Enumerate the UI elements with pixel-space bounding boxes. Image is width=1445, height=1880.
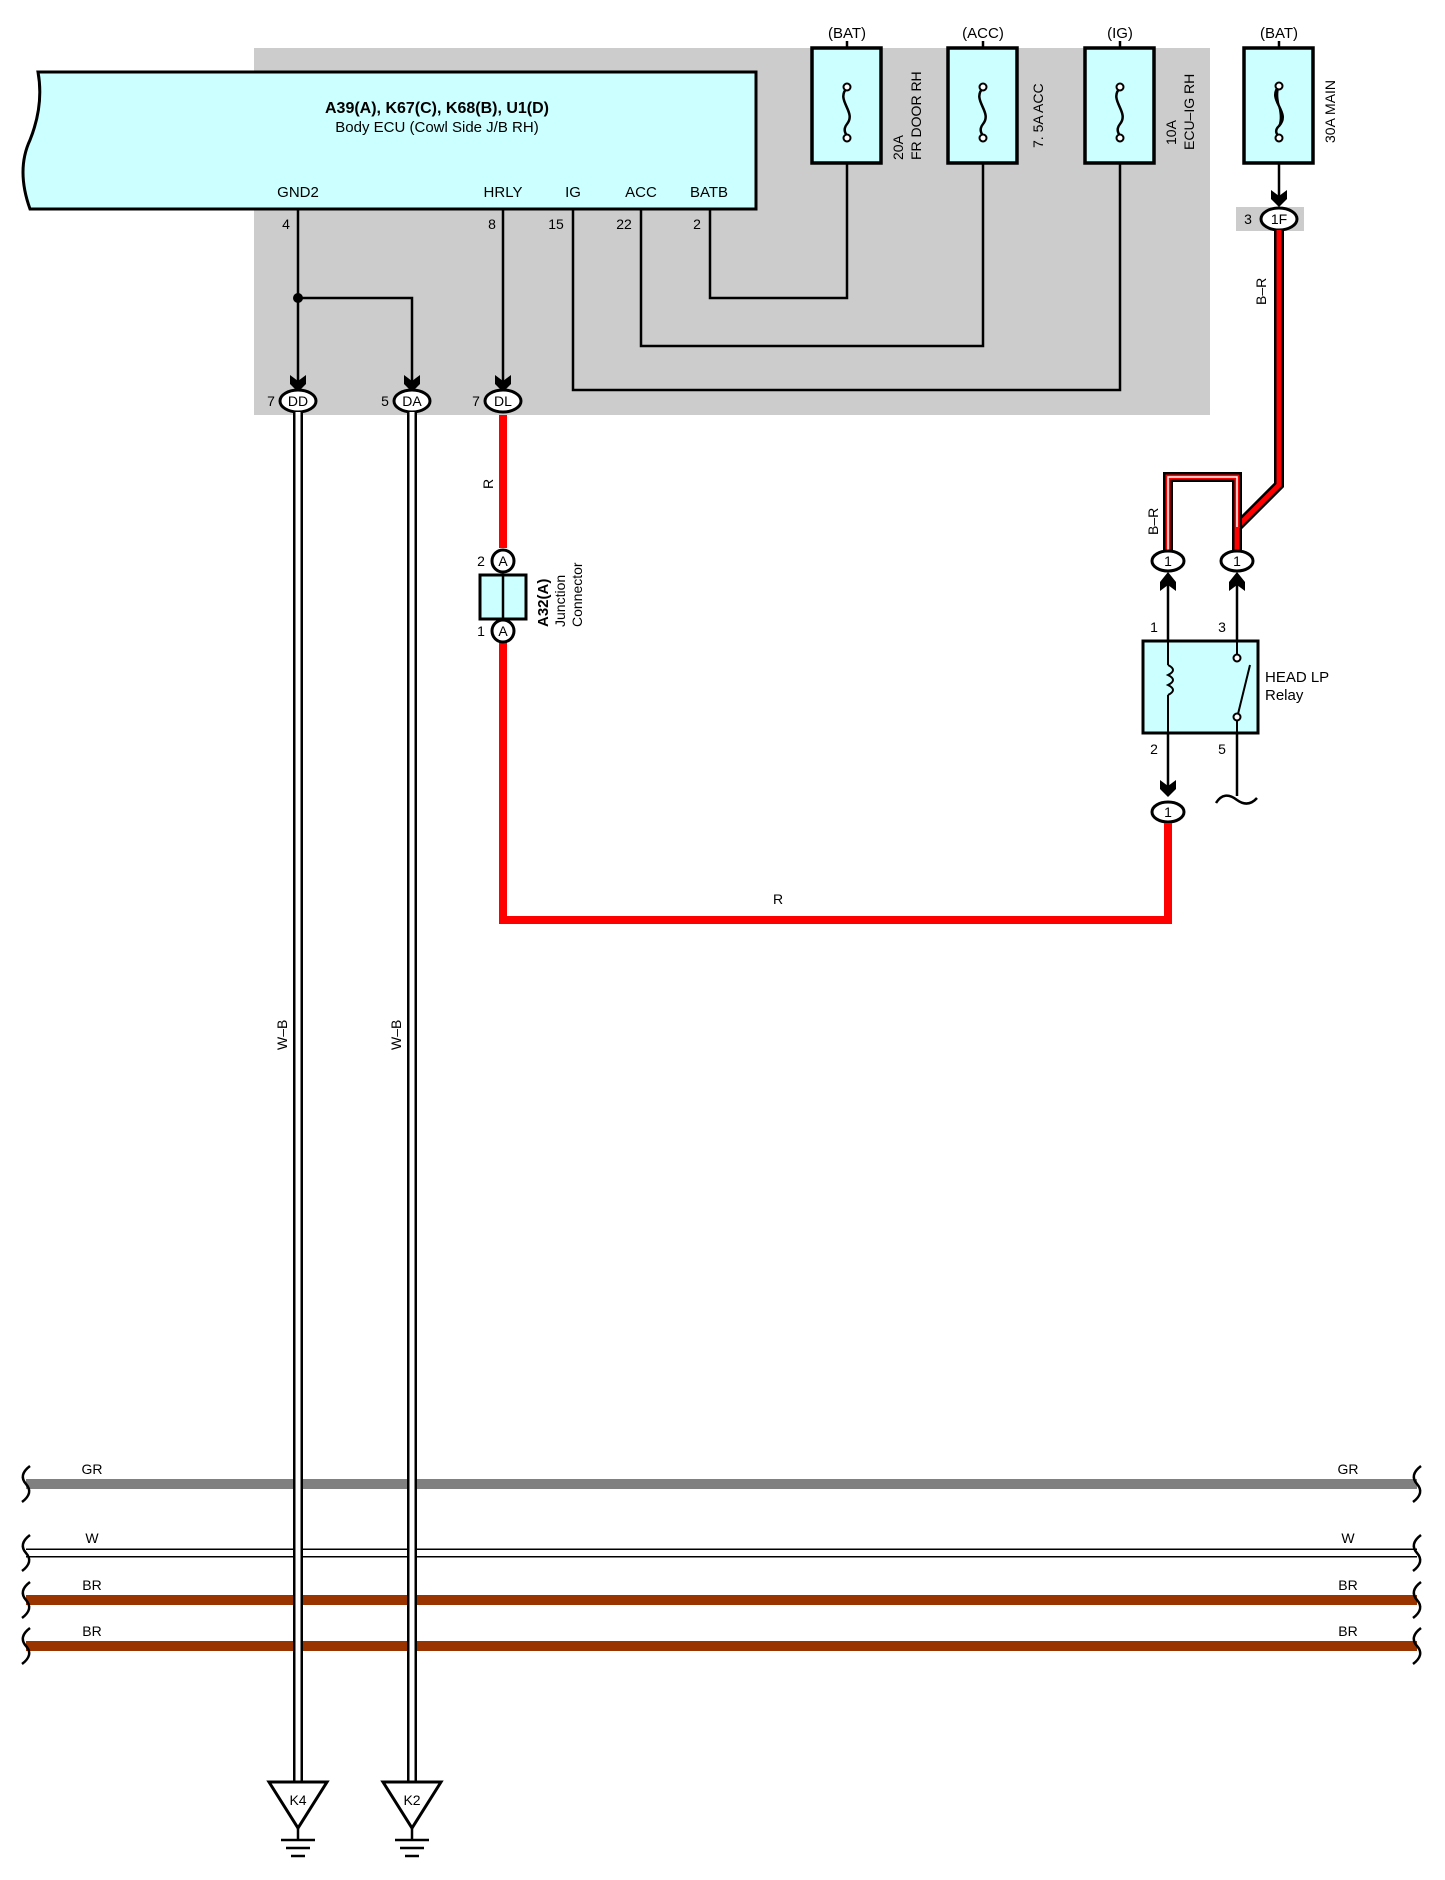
- fuse-ecu-ig-rh: (IG) 10A ECU–IG RH: [1083, 25, 1197, 165]
- head-lp-relay: [1141, 639, 1260, 735]
- fuse-supply-label: (ACC): [962, 25, 1004, 42]
- bus-br-1: BR BR: [26, 1577, 1417, 1605]
- pin-num-ig: 15: [548, 216, 564, 232]
- fuse-name-label: ECU–IG RH: [1181, 74, 1197, 150]
- arrow-dl: [495, 375, 511, 392]
- wire-br-loop: [1163, 472, 1242, 557]
- wire-label-wb-right: W–B: [388, 1020, 404, 1050]
- bus-br-2-label-right: BR: [1338, 1623, 1357, 1639]
- fuse-supply-label: (IG): [1107, 25, 1133, 42]
- arrow-dd: [290, 375, 306, 392]
- wire-label-wb-left: W–B: [274, 1020, 290, 1050]
- connector-dd-label: DD: [288, 393, 308, 409]
- relay-pin5-continuation: [1214, 794, 1258, 805]
- relay-connector-right: [1219, 549, 1255, 573]
- junction-pin-bottom: 1: [477, 623, 485, 639]
- bus-gr-label-left: GR: [82, 1461, 103, 1477]
- junction-pin-label-bottom: A: [498, 623, 508, 639]
- junction-name: A32(A): [535, 579, 552, 627]
- pin-num-acc: 22: [616, 216, 632, 232]
- fuse-name-label: 7. 5A ACC: [1030, 83, 1046, 148]
- bus-gr: GR GR: [26, 1461, 1417, 1489]
- ground-k4-label: K4: [289, 1792, 306, 1808]
- fuse-name-label: FR DOOR RH: [908, 71, 924, 160]
- wire-label-r-horizontal: R: [773, 891, 783, 907]
- relay-pin-3: 3: [1218, 619, 1226, 635]
- arrow-relay-left: [1160, 572, 1176, 591]
- wire-br-loop-core: [1165, 474, 1240, 557]
- wire-label-r-vertical: R: [480, 479, 496, 489]
- connector-dl-label: DL: [494, 393, 512, 409]
- ground-split-node: [293, 293, 303, 303]
- wire-label-br-fuse: B–R: [1253, 278, 1269, 305]
- connector-dl-pin: 7: [472, 393, 480, 409]
- relay-pin-2: 2: [1150, 741, 1158, 757]
- fuse-supply-label: (BAT): [1260, 25, 1298, 42]
- junction-desc-1: Junction: [552, 575, 568, 627]
- fuse-acc: (ACC) 7. 5A ACC: [946, 25, 1046, 165]
- junction-connector-a32: [478, 548, 528, 644]
- connector-da-label: DA: [402, 393, 422, 409]
- connector-1f-label: 1F: [1271, 211, 1287, 227]
- pin-num-gnd2: 4: [282, 216, 290, 232]
- pin-num-batb: 2: [693, 216, 701, 232]
- bus-w: W W: [26, 1530, 1417, 1558]
- connector-dl: [483, 388, 523, 414]
- wire-r: [499, 415, 1172, 924]
- bus-w-label-left: W: [85, 1530, 99, 1546]
- relay-connector-left-label: 1: [1164, 553, 1172, 569]
- relay-connector-left: [1150, 549, 1186, 573]
- wire-br-loop-stripe: [1167, 476, 1238, 557]
- arrow-relay-right: [1229, 572, 1245, 591]
- bus-br-1-label-right: BR: [1338, 1577, 1357, 1593]
- bus-w-label-right: W: [1341, 1530, 1355, 1546]
- pin-name-acc: ACC: [625, 184, 657, 201]
- connector-dd-pin: 7: [267, 393, 275, 409]
- ground-k4: [266, 1780, 330, 1858]
- fuse-amp-label: 20A: [890, 134, 906, 160]
- arrow-da: [404, 375, 420, 392]
- junction-desc-2: Connector: [569, 562, 585, 627]
- ecu-fuse-wiring: [571, 158, 1122, 392]
- relay-connector-out-label: 1: [1164, 804, 1172, 820]
- bus-br-2-label-left: BR: [82, 1623, 101, 1639]
- relay-name-2: Relay: [1265, 687, 1304, 704]
- bus-break-marks: [21, 1465, 1422, 1665]
- relay-name-1: HEAD LP: [1265, 669, 1329, 686]
- fuse-amp-label: 10A: [1163, 119, 1179, 145]
- arrow-1f: [1271, 190, 1287, 207]
- fuse-supply-label: (BAT): [828, 25, 866, 42]
- ground-k2: [380, 1780, 444, 1858]
- relay-pin-5: 5: [1218, 741, 1226, 757]
- relay-connector-right-label: 1: [1233, 553, 1241, 569]
- wire-br-main-core: [1234, 230, 1282, 557]
- fuse-fr-door-rh: (BAT) 20A FR DOOR RH: [810, 25, 924, 165]
- fuse-30a-main: (BAT) 30A MAIN: [1242, 25, 1338, 165]
- ecu-subtitle: Body ECU (Cowl Side J/B RH): [335, 119, 538, 136]
- connector-da-pin: 5: [381, 393, 389, 409]
- body-ecu-box: [21, 70, 758, 211]
- fuse-name-label: 30A MAIN: [1322, 80, 1338, 143]
- pin-num-hrly: 8: [488, 216, 496, 232]
- pin-name-hrly: HRLY: [484, 184, 523, 201]
- arrow-relay-out: [1160, 780, 1176, 797]
- bus-gr-label-right: GR: [1338, 1461, 1359, 1477]
- bus-br-1-label-left: BR: [82, 1577, 101, 1593]
- junction-pin-top: 2: [477, 553, 485, 569]
- pin-name-ig: IG: [565, 184, 581, 201]
- connector-1f-pin: 3: [1244, 211, 1252, 227]
- relay-connector-out: [1150, 800, 1186, 824]
- relay-pin-1: 1: [1150, 619, 1158, 635]
- bus-br-2: BR BR: [26, 1623, 1417, 1651]
- pin-name-batb: BATB: [690, 184, 728, 201]
- ground-k2-label: K2: [403, 1792, 420, 1808]
- ecu-title: A39(A), K67(C), K68(B), U1(D): [325, 100, 549, 117]
- pin-name-gnd2: GND2: [277, 184, 319, 201]
- junction-pin-label-top: A: [498, 553, 508, 569]
- wire-label-br-relay: B–R: [1145, 508, 1161, 535]
